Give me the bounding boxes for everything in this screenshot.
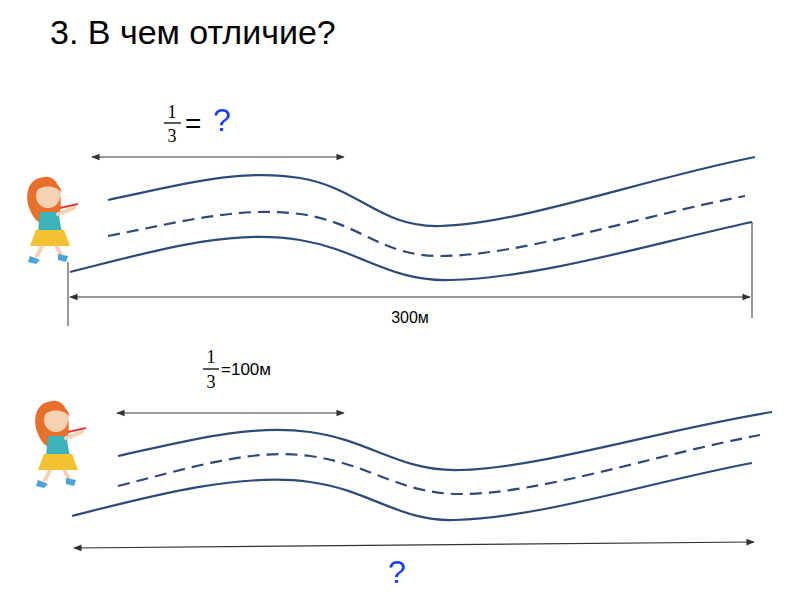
slide-title: 3. В чем отличие?	[50, 14, 336, 51]
equals-sign: =	[185, 110, 201, 138]
dimension-line	[70, 296, 750, 297]
road-edge	[108, 157, 755, 226]
road-edge	[72, 463, 752, 520]
girl-figure	[35, 401, 86, 488]
dimension-line	[117, 412, 344, 413]
dimension-line	[74, 542, 754, 548]
extension-line	[68, 262, 69, 326]
girl-figure	[27, 177, 78, 264]
distance-label: =100м	[221, 361, 271, 378]
road	[70, 157, 755, 280]
road-edge	[70, 222, 752, 280]
dimension-line	[92, 156, 344, 157]
extension-line	[752, 222, 753, 318]
fraction-bar	[203, 368, 219, 369]
fraction-numerator: 1	[168, 103, 177, 121]
road	[72, 412, 772, 520]
dimension-label: 300м	[391, 310, 429, 326]
fraction-numerator: 1	[207, 348, 216, 366]
unknown-mark: ?	[388, 556, 406, 588]
fraction-denominator: 3	[168, 127, 177, 145]
fraction-bar	[164, 122, 181, 123]
unknown-mark: ?	[213, 104, 231, 136]
fraction-denominator: 3	[207, 373, 216, 391]
